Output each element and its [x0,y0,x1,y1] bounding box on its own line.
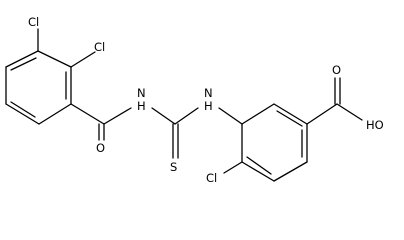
chlorine-label: Cl [28,15,39,29]
left-ring-bonds [5,50,72,125]
carbonyl-oxygen-label: O [96,141,105,155]
bond [273,161,308,182]
bond [223,161,243,174]
bond [70,103,105,125]
bond [336,103,363,121]
hydroxyl-label: HO [366,118,384,132]
bond [151,107,176,125]
double-bond-inner [276,110,303,127]
double-bond-inner [10,101,36,118]
bond [241,103,275,125]
bond [218,107,243,125]
right-ring-bonds [241,103,308,182]
chlorine-label: Cl [94,40,105,54]
right-substituent-bonds [223,77,363,174]
acid-oxygen-label: O [332,63,341,77]
bond [174,107,199,125]
left-substituent-bonds [37,28,132,141]
bond [306,103,338,125]
sulfur-label: S [170,160,177,174]
chlorine-label: Cl [206,171,217,185]
bond [37,50,72,68]
double-bond-inner [10,57,37,71]
bond [5,50,39,68]
bond [70,51,96,68]
bond [241,161,275,182]
bond [273,103,308,125]
bond [103,107,132,125]
double-bond-inner [246,156,272,175]
bond [38,103,72,125]
bond [5,103,40,125]
thiourea-bonds [151,107,243,159]
